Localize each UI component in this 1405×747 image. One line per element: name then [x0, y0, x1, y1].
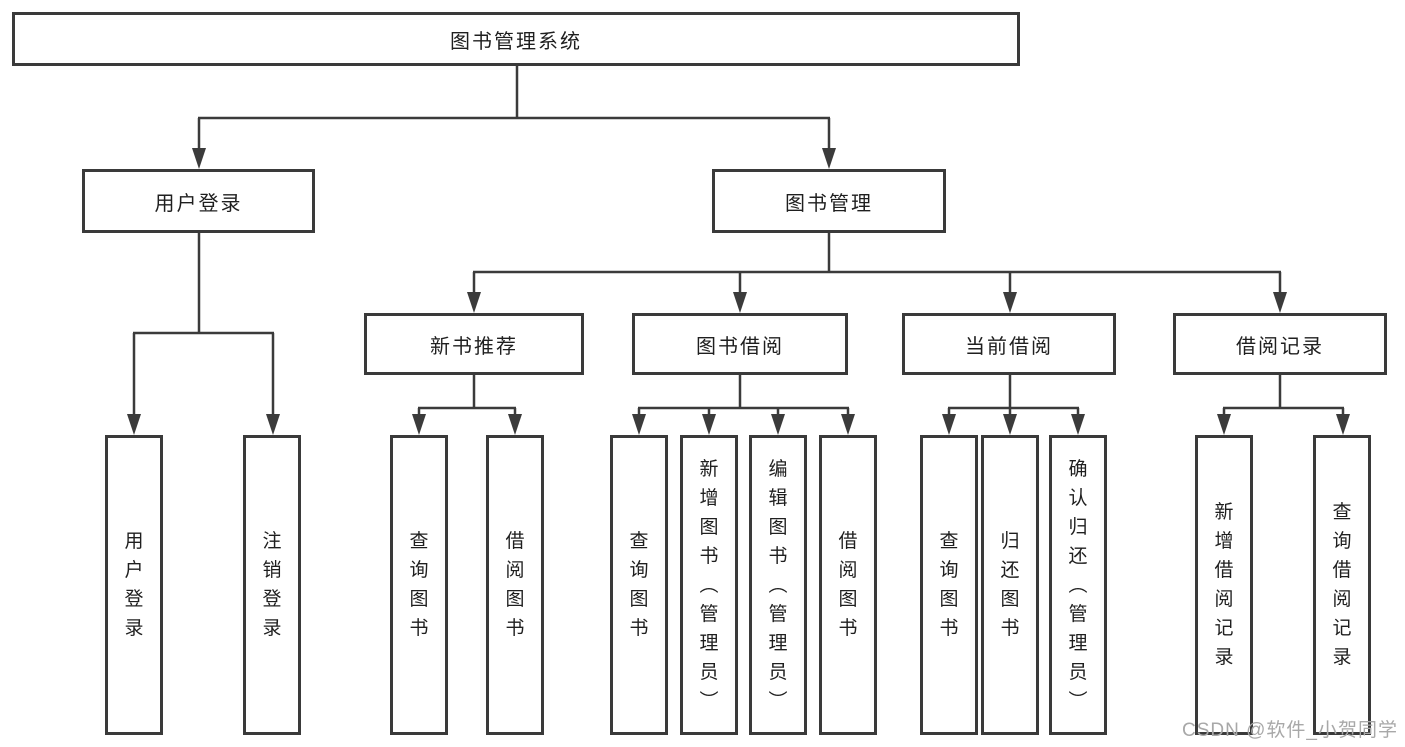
node-library-management-system: 图书管理系统	[12, 12, 1020, 66]
arrowhead-icon	[1003, 414, 1017, 435]
node-current-borrowing: 当前借阅	[902, 313, 1116, 375]
arrowhead-icon	[702, 414, 716, 435]
watermark-text: CSDN @软件_小贺同学	[1182, 720, 1398, 741]
leaf-query-books-current: 查询图书	[920, 435, 978, 735]
leaf-label: 查询图书	[939, 531, 959, 639]
leaf-label: 借阅图书	[505, 531, 525, 639]
arrowhead-icon	[127, 414, 141, 435]
leaf-label: 注销登录	[262, 531, 282, 639]
arrowhead-icon	[822, 148, 836, 169]
leaf-label: 查询借阅记录	[1332, 502, 1352, 668]
leaf-label: 借阅图书	[838, 531, 858, 639]
node-user-login: 用户登录	[82, 169, 315, 233]
arrowhead-icon	[1003, 292, 1017, 313]
arrowhead-icon	[632, 414, 646, 435]
node-label: 借阅记录	[1236, 335, 1324, 358]
leaf-query-books-borrowing: 查询图书	[610, 435, 668, 735]
arrowhead-icon	[192, 148, 206, 169]
leaf-query-borrow-record: 查询借阅记录	[1313, 435, 1371, 735]
arrowhead-icon	[412, 414, 426, 435]
leaf-label: 用户登录	[124, 531, 144, 639]
arrowhead-icon	[942, 414, 956, 435]
leaf-label: 确认归还︵管理员︶	[1068, 458, 1088, 712]
arrowhead-icon	[771, 414, 785, 435]
node-book-borrowing: 图书借阅	[632, 313, 848, 375]
leaf-label: 查询图书	[409, 531, 429, 639]
node-label: 图书借阅	[696, 335, 784, 358]
leaf-add-book-admin: 新增图书︵管理员︶	[680, 435, 738, 735]
arrowhead-icon	[841, 414, 855, 435]
node-label: 当前借阅	[965, 335, 1053, 358]
node-label: 新书推荐	[430, 335, 518, 358]
arrowhead-icon	[733, 292, 747, 313]
node-label: 图书管理系统	[450, 30, 582, 53]
arrowhead-icon	[1336, 414, 1350, 435]
node-label: 图书管理	[785, 192, 873, 215]
arrowhead-icon	[508, 414, 522, 435]
leaf-borrow-books-recommend: 借阅图书	[486, 435, 544, 735]
leaf-user-login: 用户登录	[105, 435, 163, 735]
leaf-add-borrow-record: 新增借阅记录	[1195, 435, 1253, 735]
leaf-label: 归还图书	[1000, 531, 1020, 639]
node-label: 用户登录	[154, 192, 243, 215]
arrowhead-icon	[467, 292, 481, 313]
leaf-query-books-recommend: 查询图书	[390, 435, 448, 735]
node-book-management: 图书管理	[712, 169, 946, 233]
leaf-edit-book-admin: 编辑图书︵管理员︶	[749, 435, 807, 735]
leaf-label: 新增借阅记录	[1214, 502, 1234, 668]
leaf-return-books: 归还图书	[981, 435, 1039, 735]
arrowhead-icon	[1217, 414, 1231, 435]
leaf-confirm-return-admin: 确认归还︵管理员︶	[1049, 435, 1107, 735]
arrowhead-icon	[1273, 292, 1287, 313]
leaf-label: 编辑图书︵管理员︶	[768, 458, 788, 712]
leaf-logout-login: 注销登录	[243, 435, 301, 735]
node-borrow-records: 借阅记录	[1173, 313, 1387, 375]
arrowhead-icon	[266, 414, 280, 435]
leaf-label: 查询图书	[629, 531, 649, 639]
node-new-book-recommend: 新书推荐	[364, 313, 584, 375]
leaf-borrow-books-borrowing: 借阅图书	[819, 435, 877, 735]
arrowhead-icon	[1071, 414, 1085, 435]
leaf-label: 新增图书︵管理员︶	[699, 458, 719, 712]
